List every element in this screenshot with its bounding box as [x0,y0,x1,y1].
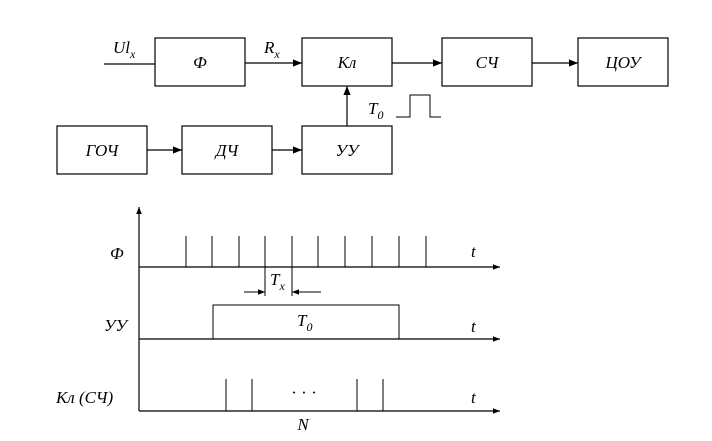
gate-block-label: Кл [337,53,357,72]
gate-pulse-label: T0 [368,99,383,122]
pulse-count-label: N [296,415,310,434]
display-block-label: ЦОУ [604,53,643,72]
counter-block [441,37,533,87]
counted-pulse-train [225,379,384,411]
time-label-shaper: t [471,242,477,261]
row-label-gate-counter: Кл (СЧ) [55,388,113,407]
control-unit-block-label: УУ [336,141,361,160]
gate-pulse-waveform [212,304,400,339]
row-label-shaper: Ф [110,244,124,263]
counter-block-label: СЧ [476,53,500,72]
block-diagram: Ulx Ф Rx Кл СЧ ЦОУ ГОЧ ДЧ УУ [56,37,669,175]
period-label: Tx [270,270,285,293]
input-signal-label: Ulx [113,38,136,61]
control-unit-block [301,125,393,175]
row-label-control-unit: УУ [104,316,129,335]
shaper-pulse-train [185,236,427,267]
generator-block-label: ГОЧ [85,141,120,160]
shaper-block [154,37,246,87]
gate-pulse-waveform-label: T0 [297,311,312,334]
timing-diagram: Ф t Tx УУ t T0 Кл (СЧ) t [55,207,500,434]
time-label-control-unit: t [471,317,477,336]
ellipsis: · · · [291,383,316,402]
gate-block [301,37,393,87]
gate-pulse-icon [396,94,441,118]
display-block [577,37,669,87]
divider-block-label: ДЧ [214,141,240,160]
shaper-block-label: Ф [193,53,207,72]
shaper-output-label: Rx [263,38,280,61]
generator-block [56,125,148,175]
time-label-gate-counter: t [471,388,477,407]
